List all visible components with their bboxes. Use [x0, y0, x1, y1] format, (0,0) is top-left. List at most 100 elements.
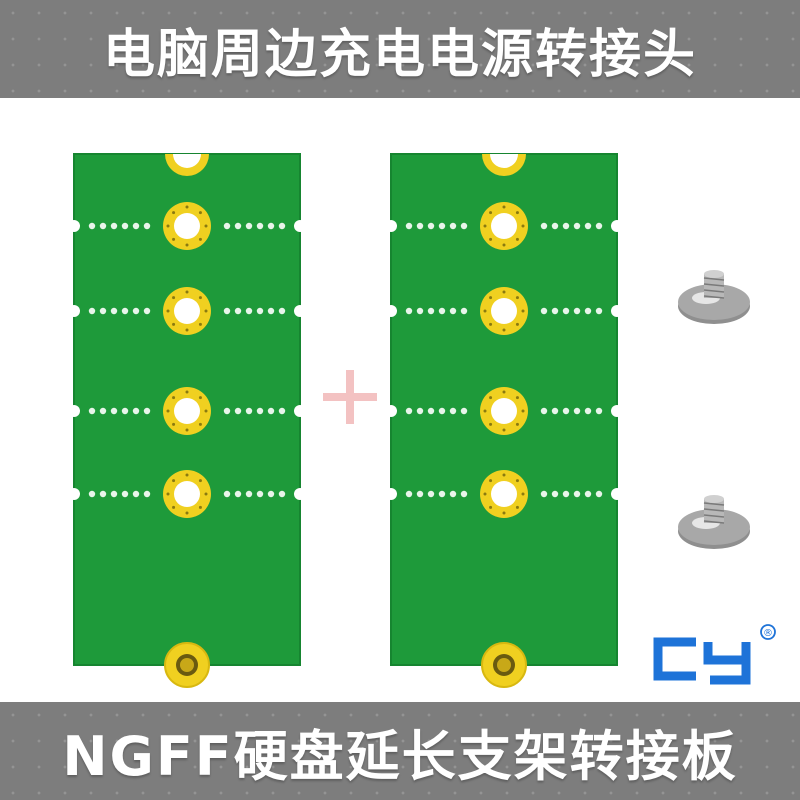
solder-dot	[416, 490, 424, 498]
solder-dot	[460, 307, 468, 315]
side-notch	[68, 220, 80, 232]
via-dot	[172, 237, 176, 241]
solder-dot	[121, 307, 129, 315]
via-dot	[502, 390, 506, 394]
via-dot	[204, 409, 208, 413]
solder-dot	[427, 407, 435, 415]
solder-dot	[416, 307, 424, 315]
solder-dot	[573, 307, 581, 315]
via-dot	[185, 205, 189, 209]
via-dot	[185, 428, 189, 432]
via-dot	[166, 309, 170, 313]
solder-dot	[573, 490, 581, 498]
registered-mark: ®	[763, 628, 773, 639]
side-notch	[385, 305, 397, 317]
via-dot	[483, 224, 487, 228]
screw-thread	[703, 520, 725, 524]
via-dot	[515, 396, 519, 400]
via-dot	[515, 479, 519, 483]
via-dot	[521, 309, 525, 313]
bottom-banner-title: NGFF硬盘延长支架转接板	[62, 724, 738, 788]
side-notch	[68, 405, 80, 417]
screw-thread	[703, 508, 725, 512]
solder-dot	[267, 307, 275, 315]
solder-dot	[438, 222, 446, 230]
solder-dot	[405, 490, 413, 498]
via-dot	[204, 224, 208, 228]
via-dot	[172, 396, 176, 400]
solder-dot	[427, 490, 435, 498]
screw-thread	[703, 289, 725, 293]
solder-dot	[438, 307, 446, 315]
via-dot	[521, 224, 525, 228]
solder-dot	[256, 490, 264, 498]
side-notch	[385, 488, 397, 500]
via-dot	[198, 211, 202, 215]
solder-dot	[132, 407, 140, 415]
solder-dot	[256, 307, 264, 315]
via-dot	[515, 211, 519, 215]
solder-dot	[88, 490, 96, 498]
solder-dot	[223, 307, 231, 315]
solder-dot	[438, 490, 446, 498]
via-dot	[166, 492, 170, 496]
solder-dot	[416, 222, 424, 230]
side-notch	[611, 220, 623, 232]
solder-dot	[460, 490, 468, 498]
mount-hole	[174, 213, 200, 239]
screw-thread	[703, 283, 725, 287]
product-illustration	[0, 98, 800, 702]
solder-dot	[562, 407, 570, 415]
solder-dot	[551, 490, 559, 498]
solder-dot	[595, 407, 603, 415]
via-dot	[166, 409, 170, 413]
solder-dot	[562, 222, 570, 230]
solder-dot	[121, 222, 129, 230]
mount-hole	[491, 213, 517, 239]
mount-hole	[491, 298, 517, 324]
solder-dot	[595, 490, 603, 498]
solder-dot	[234, 490, 242, 498]
screw-thread	[703, 277, 725, 281]
mount-hole	[491, 398, 517, 424]
solder-dot	[405, 307, 413, 315]
solder-dot	[143, 407, 151, 415]
side-notch	[68, 305, 80, 317]
solder-dot	[234, 222, 242, 230]
solder-dot	[132, 222, 140, 230]
solder-dot	[595, 307, 603, 315]
product-canvas	[68, 153, 750, 688]
solder-dot	[245, 307, 253, 315]
solder-dot	[551, 222, 559, 230]
solder-dot	[110, 307, 118, 315]
top-notch-hole	[173, 154, 201, 168]
pcb-board-right	[385, 153, 623, 688]
solder-dot	[416, 407, 424, 415]
side-notch	[611, 405, 623, 417]
solder-dot	[132, 307, 140, 315]
plus-icon	[323, 370, 377, 424]
solder-dot	[256, 407, 264, 415]
solder-dot	[460, 222, 468, 230]
solder-dot	[110, 407, 118, 415]
mount-hole	[491, 481, 517, 507]
solder-dot	[427, 222, 435, 230]
via-dot	[204, 492, 208, 496]
side-notch	[294, 405, 306, 417]
solder-dot	[132, 490, 140, 498]
side-notch	[294, 305, 306, 317]
solder-dot	[562, 307, 570, 315]
via-dot	[172, 479, 176, 483]
via-dot	[483, 309, 487, 313]
mount-hole	[174, 298, 200, 324]
via-dot	[515, 422, 519, 426]
solder-dot	[223, 490, 231, 498]
via-dot	[489, 396, 493, 400]
via-dot	[489, 479, 493, 483]
side-notch	[294, 220, 306, 232]
solder-dot	[110, 490, 118, 498]
solder-dot	[449, 307, 457, 315]
solder-dot	[540, 490, 548, 498]
side-notch	[611, 488, 623, 500]
bottom-pad-center	[497, 658, 511, 672]
